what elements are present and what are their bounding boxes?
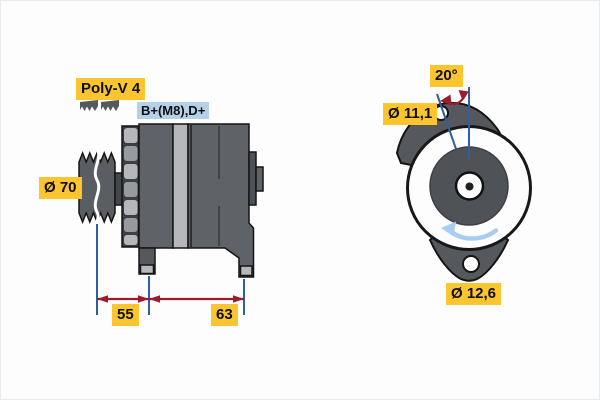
pulley	[78, 146, 125, 229]
vent-slot	[124, 182, 138, 197]
angled-axis-line	[436, 93, 457, 150]
terminal-plate	[248, 151, 257, 206]
rear-foot-bushing	[239, 265, 253, 277]
belt-profile-shape	[80, 100, 98, 111]
dimension-label-63: 63	[211, 304, 238, 326]
arrowhead	[149, 295, 160, 303]
break-line	[93, 146, 101, 229]
belt-type-label: Poly-V 4	[76, 78, 146, 100]
arrowhead	[97, 295, 108, 303]
front-housing	[138, 123, 174, 249]
arrowhead	[440, 94, 452, 106]
rotation-direction-arrow-icon	[441, 221, 499, 241]
terminal-block	[255, 166, 264, 192]
terminal-label: B+(M8),D+	[137, 102, 210, 119]
belt-profile-shape	[101, 100, 119, 111]
alternator-body-side	[121, 123, 264, 278]
bottom-mounting-hole	[462, 255, 480, 273]
angle-dimension-arrow	[440, 90, 469, 106]
vent-slot	[124, 146, 138, 161]
stator-band	[172, 123, 189, 249]
vent-slot	[124, 128, 138, 143]
top-hole-diameter-label: Ø 11,1	[383, 103, 438, 125]
pulley-diameter-label: Ø 70	[39, 177, 82, 199]
rotation-arc	[448, 228, 499, 241]
vent-slot	[124, 218, 138, 232]
side-view	[78, 100, 264, 315]
arrowhead	[458, 90, 469, 101]
rotation-arrowhead	[441, 221, 456, 237]
pulley-body	[78, 150, 116, 225]
mount-angle-label: 20°	[430, 65, 463, 87]
front-view	[395, 87, 532, 282]
side-view-dimensions	[96, 224, 245, 315]
rear-housing	[187, 123, 255, 278]
vent-slot	[124, 200, 138, 215]
shaft-dot	[465, 182, 474, 191]
front-foot-bushing	[139, 264, 155, 275]
poly-v-belt-profile-icon	[80, 100, 119, 111]
vent-slot	[124, 164, 138, 179]
arrowhead	[233, 295, 244, 303]
dimension-label-55: 55	[112, 304, 139, 326]
bottom-hole-diameter-label: Ø 12,6	[446, 283, 502, 305]
vent-slot	[124, 235, 138, 245]
arrowhead	[138, 295, 149, 303]
